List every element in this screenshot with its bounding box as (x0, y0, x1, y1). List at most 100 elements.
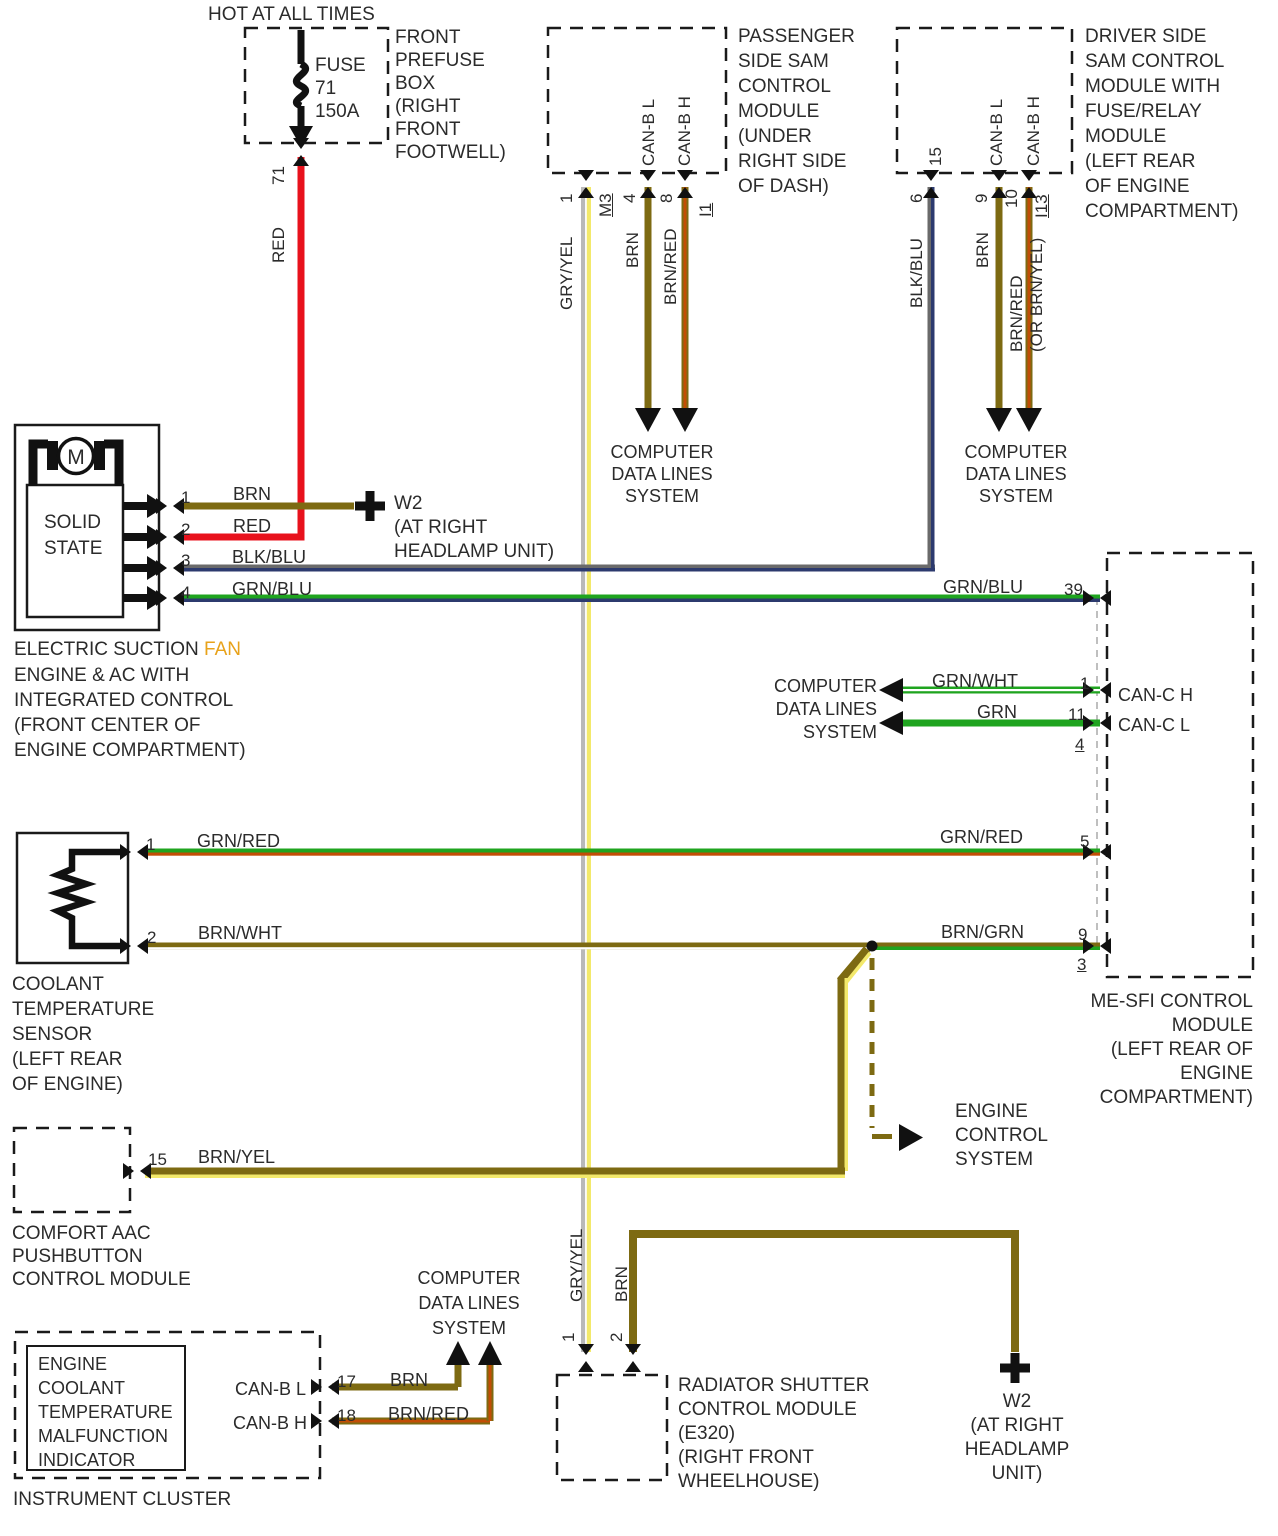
me-sfi-can-c-l-label: CAN-C L (1118, 715, 1191, 735)
wire-brn-red-label-passenger: BRN/RED (661, 228, 680, 305)
wire-brn-red-passenger (672, 187, 698, 432)
me-sfi-pin-39: 39 (1064, 580, 1083, 599)
w2-bottom-label: W2 (AT RIGHT HEADLAMP UNIT) (964, 1391, 1070, 1484)
wire-grn-red (142, 848, 1100, 856)
wire-brn-red-alt-label-driver: BRN/RED (OR BRN/YEL) (1007, 237, 1046, 352)
w2-ground-bottom (1000, 1353, 1030, 1383)
motor-m-label: M (67, 446, 85, 469)
cluster-can-b-l-label: CAN-B L (235, 1379, 307, 1399)
fuse-symbol (289, 30, 313, 147)
ecs-label: ENGINE CONTROL SYSTEM (955, 1101, 1048, 1170)
comfort-aac-box (12, 1126, 132, 1214)
wire-grn-red-label-left: GRN/RED (197, 831, 281, 851)
comfort-caption: COMFORT AAC PUSHBUTTON CONTROL MODULE (12, 1223, 191, 1290)
instrument-cluster-box (13, 1330, 322, 1480)
ecs-dashed-branch (869, 958, 923, 1151)
wire-brn-wht (142, 942, 872, 950)
passenger-can-b-h-label: CAN-B H (675, 96, 694, 166)
me-sfi-conn-4: 4 (1075, 735, 1085, 754)
prefuse-caption: FRONT PREFUSE BOX (RIGHT FRONT FOOTWELL) (395, 27, 506, 163)
driver-can-b-h-label: CAN-B H (1024, 96, 1043, 166)
cluster-can-b-h-label: CAN-B H (233, 1413, 308, 1433)
radiator-caption: RADIATOR SHUTTER CONTROL MODULE (E320) (… (678, 1375, 870, 1492)
fan-caption-black: ELECTRIC SUCTION (14, 639, 205, 660)
fan-pin-3: 3 (181, 551, 191, 570)
passenger-sam-box (546, 26, 728, 175)
radiator-pin-2: 2 (607, 1332, 626, 1342)
cluster-wire-17-label: BRN (390, 1370, 429, 1390)
driver-can-b-l-label: CAN-B L (987, 98, 1006, 166)
radiator-shutter-box (555, 1373, 669, 1482)
fuse-label: FUSE 71 150A (315, 55, 366, 122)
wire-brn-fan (178, 502, 354, 510)
coolant-caption: COOLANT TEMPERATURE SENSOR (LEFT REAR OF… (12, 974, 155, 1095)
driver-pin-6: 6 (907, 193, 926, 203)
wire-gry-yel-label-top: GRY/YEL (557, 236, 576, 310)
fan-pin-2: 2 (181, 520, 191, 539)
passenger-sam-caption: PASSENGER SIDE SAM CONTROL MODULE (UNDER… (738, 26, 855, 197)
wire-brn-yel (145, 946, 872, 1178)
fan-motor-symbol: M (28, 436, 124, 486)
w2-ground-top (355, 491, 385, 521)
passenger-conn-i1: I1 (696, 202, 715, 217)
driver-pin-15-inner: 15 (926, 147, 945, 166)
cluster-pin-18: 18 (337, 1406, 356, 1425)
passenger-pin-4: 4 (620, 193, 639, 203)
driver-conn-i13: I13 (1032, 194, 1051, 218)
passenger-conn-m3: M3 (596, 193, 615, 217)
fan-caption-line1: ELECTRIC SUCTION FAN (14, 638, 241, 662)
cluster-wire-18-label: BRN/RED (388, 1404, 470, 1424)
driver-dest-label: COMPUTER DATA LINES SYSTEM (964, 442, 1068, 506)
wire-grn-blu (178, 594, 1100, 602)
wire-grn-red-label-right: GRN/RED (940, 827, 1024, 847)
wire-junction-dot (866, 940, 878, 952)
passenger-pin-8: 8 (657, 193, 676, 203)
fuse-pin-71: 71 (269, 166, 288, 185)
wire-grn-blu-label-right: GRN/BLU (943, 577, 1024, 597)
cluster-caption: INSTRUMENT CLUSTER (13, 1489, 232, 1510)
wire-blk-blu (178, 187, 935, 572)
wire-blk-blu-label-vert: BLK/BLU (907, 238, 926, 308)
wire-brn-red-cluster (332, 1341, 502, 1425)
coolant-sensor-box (15, 831, 130, 965)
wire-grn-wht-label: GRN/WHT (932, 671, 1018, 691)
wire-brn-cluster (332, 1341, 470, 1391)
wire-gry-yel-vertical (581, 187, 591, 1352)
me-sfi-caption: ME-SFI CONTROL MODULE (LEFT REAR OF ENGI… (1090, 991, 1253, 1108)
wire-brn-red-driver (1016, 187, 1042, 432)
wire-red-label: RED (269, 227, 288, 263)
wire-brn-label-passenger: BRN (623, 232, 642, 268)
w2-top-label: W2 (AT RIGHT HEADLAMP UNIT) (394, 493, 555, 562)
wire-brn-label-driver: BRN (973, 232, 992, 268)
fan-wire-3-label: BLK/BLU (232, 547, 307, 567)
fan-solid-state-label: SOLID STATE (44, 512, 103, 559)
wire-grn (879, 711, 1100, 735)
wire-brn-driver (986, 187, 1012, 432)
wire-brn-label-radiator: BRN (612, 1266, 631, 1302)
wire-brn-yel-label: BRN/YEL (198, 1147, 276, 1167)
driver-pin-9: 9 (972, 193, 991, 203)
me-sfi-can-c-h-label: CAN-C H (1118, 685, 1193, 705)
fan-wire-4-label: GRN/BLU (232, 579, 313, 599)
wire-brn-passenger (635, 187, 661, 432)
fan-solid-state-box (25, 483, 125, 619)
coolant-pin-2: 2 (147, 928, 157, 947)
fan-wire-1-label: BRN (233, 484, 272, 504)
driver-sam-box (895, 26, 1074, 175)
wire-grn-label: GRN (977, 702, 1017, 722)
fan-pin-1: 1 (181, 488, 191, 507)
fan-pin-4: 4 (181, 583, 191, 602)
cluster-indicator-box (26, 1345, 186, 1471)
me-sfi-conn-3: 3 (1077, 955, 1087, 974)
coolant-pin-1: 1 (146, 835, 156, 854)
hot-at-all-times-label: HOT AT ALL TIMES (208, 4, 375, 25)
comfort-pin-15: 15 (148, 1150, 167, 1169)
fan-box (13, 423, 161, 632)
fan-caption-fan-highlight: FAN (204, 639, 241, 660)
cluster-pin-17: 17 (337, 1372, 356, 1391)
cluster-indicator-label: ENGINE COOLANT TEMPERATURE MALFUNCTION I… (38, 1354, 173, 1470)
coolant-resistor-symbol (47, 848, 126, 950)
radiator-pin-1: 1 (559, 1332, 578, 1342)
